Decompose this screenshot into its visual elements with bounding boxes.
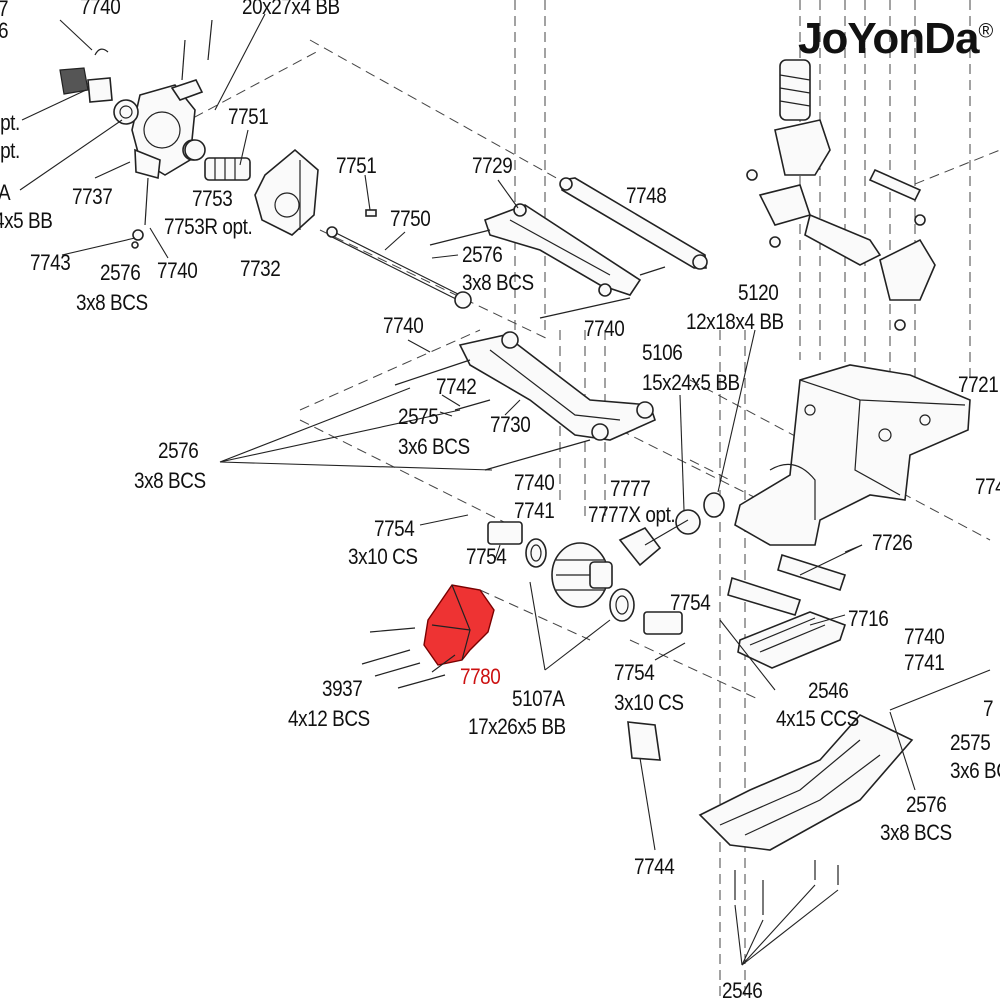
part-label-7716: 7716	[848, 606, 889, 631]
part-label-7740: 7740	[80, 0, 121, 19]
part-label-2575: 2575	[398, 404, 439, 429]
part-label-7743: 7743	[30, 250, 71, 275]
part-label-7748: 7748	[626, 183, 667, 208]
leader-lines	[19, 13, 991, 966]
part-label-7754: 7754	[670, 590, 711, 615]
highlighted-part-7780	[361, 584, 495, 689]
part-label-7730: 7730	[490, 412, 531, 437]
part-label-2575: 2575	[950, 730, 991, 755]
part-label-2576: 2576	[158, 438, 199, 463]
part-label-3x8: 3x8 BCS	[880, 820, 952, 845]
part-label-3x8: 3x8 BCS	[462, 270, 534, 295]
rear-bulkhead	[734, 364, 971, 546]
registered-mark: ®	[978, 20, 993, 43]
part-label-7: 7	[983, 696, 994, 721]
part-label-2576: 2576	[100, 260, 141, 285]
part-label-7721: 7721	[958, 372, 999, 397]
part-label-7754: 7754	[466, 544, 507, 569]
part-label-20x27x4: 20x27x4 BB	[242, 0, 340, 19]
part-label-7741: 7741	[514, 498, 555, 523]
part-label-3x6: 3x6 BCS	[398, 434, 470, 459]
part-label-7753r: 7753R opt.	[164, 214, 253, 239]
upper-arm	[429, 203, 666, 319]
part-label-7729: 7729	[472, 153, 513, 178]
differential-assembly	[487, 492, 725, 635]
part-label-5120: 5120	[738, 280, 779, 305]
part-label-7737: 7737	[72, 184, 113, 209]
part-label-7740: 7740	[383, 313, 424, 338]
part-label-7742: 7742	[436, 374, 477, 399]
part-label-7777x: 7777X opt.	[588, 502, 676, 527]
part-label-7777: 7777	[610, 476, 651, 501]
upper-link	[559, 177, 708, 270]
part-label-7751: 7751	[228, 104, 269, 129]
part-label-15x24x5: 15x24x5 BB	[642, 370, 740, 395]
brand-logo: JoYonDa®	[798, 14, 993, 64]
part-label-7740: 7740	[157, 258, 198, 283]
part-label-3x10: 3x10 CS	[614, 690, 684, 715]
part-label-2576: 2576	[906, 792, 947, 817]
assembly-guide-lines	[179, 0, 1000, 1000]
part-label-5106: 5106	[642, 340, 683, 365]
part-label-3x10: 3x10 CS	[348, 544, 418, 569]
part-label-opt-2: opt.	[0, 138, 20, 163]
part-label-6: 6	[0, 20, 9, 42]
part-label-2546: 2546	[722, 978, 763, 1003]
part-label-17x26x5: 17x26x5 BB	[468, 714, 566, 739]
part-label-7740: 7740	[514, 470, 555, 495]
part-label-774: 774	[975, 474, 1000, 499]
part-label-12x18x4: 12x18x4 BB	[686, 309, 784, 334]
part-label-7753: 7753	[192, 186, 233, 211]
part-label-7726: 7726	[872, 530, 913, 555]
driveshaft	[326, 209, 472, 309]
part-label-7751: 7751	[336, 153, 377, 178]
part-label-5107a: 5107A	[512, 686, 565, 711]
part-label-3x8: 3x8 BCS	[134, 468, 206, 493]
part-label-4x15: 4x15 CCS	[776, 706, 859, 731]
part-label-4x5: 4x5 BB	[0, 208, 53, 233]
part-label-2546: 2546	[808, 678, 849, 703]
part-label-a: A	[0, 182, 11, 204]
part-label-7750: 7750	[390, 206, 431, 231]
part-label-7732: 7732	[240, 256, 281, 281]
part-label-7754: 7754	[374, 516, 415, 541]
lower-arm	[394, 331, 656, 471]
skid-plate	[627, 714, 914, 915]
shock-mount-hardware	[746, 59, 936, 331]
part-label-3x8: 3x8 BCS	[76, 290, 148, 315]
part-label-7744: 7744	[634, 854, 675, 879]
part-label-3x6: 3x6 BC	[950, 758, 1000, 783]
part-label-7740: 7740	[904, 624, 945, 649]
part-label-7: 7	[0, 0, 9, 20]
part-label-7754: 7754	[614, 660, 655, 685]
part-label-3937: 3937	[322, 676, 363, 701]
brand-name: JoYonDa	[798, 14, 979, 63]
part-label-2576: 2576	[462, 242, 503, 267]
hub-carrier	[184, 139, 319, 236]
part-label-opt-1: opt.	[0, 110, 20, 135]
chassis-plates	[727, 553, 847, 669]
part-label-7740: 7740	[584, 316, 625, 341]
part-label-4x12: 4x12 BCS	[288, 706, 370, 731]
part-label-7741: 7741	[904, 650, 945, 675]
part-label-7780: 7780	[460, 664, 501, 689]
